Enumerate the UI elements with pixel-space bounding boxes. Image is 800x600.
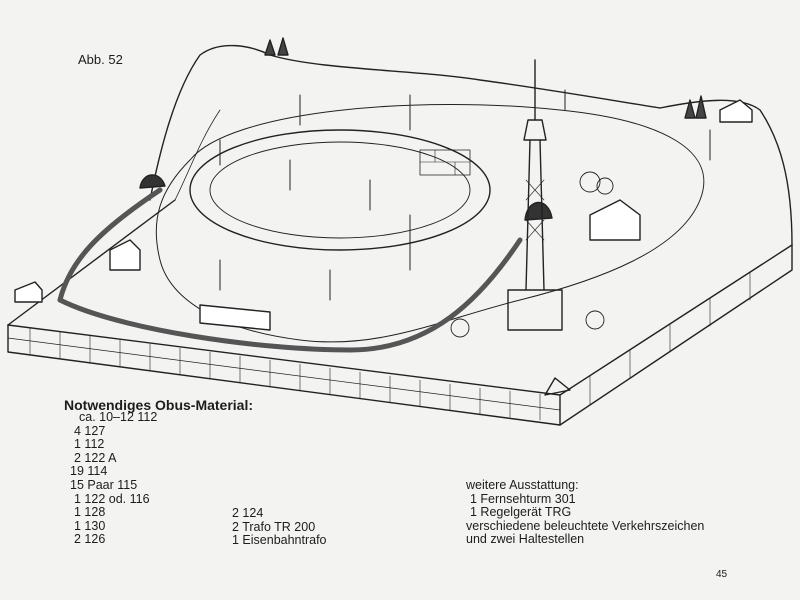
material-list-title: Notwendiges Obus-Material: <box>64 397 254 413</box>
figure-label: Abb. 52 <box>78 52 123 67</box>
list-item: 1 130 <box>74 518 106 533</box>
list-item: 2 126 <box>74 532 106 547</box>
page-number: 45 <box>716 569 728 580</box>
list-item: und zwei Haltestellen <box>466 532 585 547</box>
list-item: 1 Regelgerät TRG <box>470 505 572 520</box>
list-item: 2 122 A <box>74 450 117 465</box>
list-item: 19 114 <box>70 464 108 479</box>
list-item: 1 112 <box>74 437 105 452</box>
material-list-column-1: ca. 10–12 112 4 127 1 112 2 122 A 19 114… <box>70 410 158 547</box>
additional-equipment-title: weitere Ausstattung: <box>466 478 579 492</box>
list-item: 1 122 od. 116 <box>74 491 150 506</box>
list-item: 2 Trafo TR 200 <box>232 519 316 534</box>
list-item: verschiedene beleuchtete Verkehrszeichen <box>466 518 705 533</box>
list-item: 2 124 <box>232 506 264 520</box>
list-item: ca. 10–12 112 <box>79 410 158 424</box>
additional-equipment: weitere Ausstattung: 1 Fernsehturm 301 1… <box>466 478 705 547</box>
list-item: 15 Paar 115 <box>70 477 138 492</box>
list-item: 1 Eisenbahntrafo <box>232 533 327 548</box>
list-item: 4 127 <box>74 423 106 438</box>
list-item: 1 Fernsehturm 301 <box>470 491 576 506</box>
list-item: 1 128 <box>74 505 106 520</box>
material-list-column-2: 2 124 2 Trafo TR 200 1 Eisenbahntrafo <box>232 506 327 548</box>
